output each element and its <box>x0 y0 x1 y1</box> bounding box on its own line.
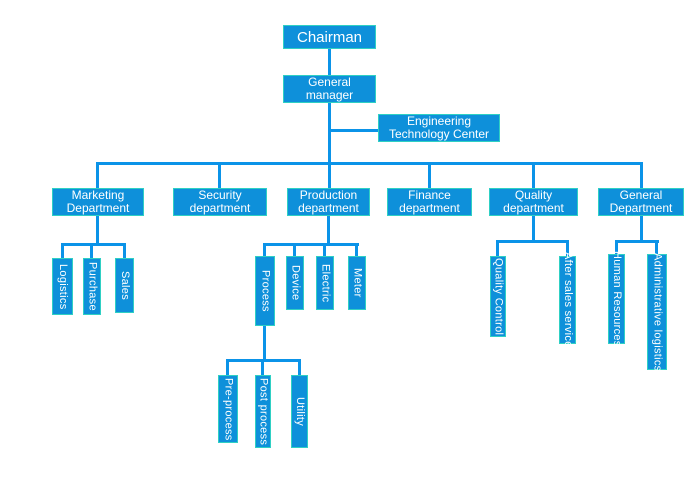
connector-gm-trunk <box>328 103 331 188</box>
org-node-purchase[interactable]: Purchase <box>83 258 101 315</box>
connector-drop-finance <box>428 165 431 188</box>
org-node-process[interactable]: Process <box>255 256 275 326</box>
connector-drop-logistics <box>61 246 64 258</box>
org-node-general-manager[interactable]: General manager <box>283 75 376 103</box>
connector-drop-human-resources <box>615 243 618 254</box>
org-node-post-process[interactable]: Post process <box>255 375 271 448</box>
connector-process-stub <box>263 326 266 361</box>
org-node-quality-department[interactable]: Quality department <box>489 188 578 216</box>
org-node-utility[interactable]: Utility <box>291 375 308 448</box>
connector-production-stub <box>327 216 330 244</box>
connector-drop-post-process <box>261 362 264 375</box>
connector-departments-rail <box>96 162 643 165</box>
connector-drop-electric <box>323 246 326 256</box>
connector-etc-branch <box>331 129 378 132</box>
org-node-logistics[interactable]: Logistics <box>52 258 73 315</box>
org-node-device[interactable]: Device <box>286 256 304 310</box>
connector-drop-device <box>293 246 296 256</box>
org-node-sales[interactable]: Sales <box>115 258 134 313</box>
org-node-general-department[interactable]: General Department <box>598 188 684 216</box>
org-node-engineering-technology-center[interactable]: Engineering Technology Center <box>378 114 500 142</box>
connector-drop-quality-control <box>496 243 499 256</box>
org-node-quality-control[interactable]: Quality Control <box>490 256 506 337</box>
connector-quality-rail <box>496 240 569 243</box>
org-node-electric[interactable]: Electric <box>316 256 334 310</box>
connector-chairman-gm <box>328 49 331 75</box>
org-node-meter[interactable]: Meter <box>348 256 366 310</box>
connector-drop-marketing <box>96 165 99 188</box>
org-node-production-department[interactable]: Production department <box>287 188 370 216</box>
org-node-pre-process[interactable]: Pre-process <box>218 375 238 443</box>
org-node-chairman[interactable]: Chairman <box>283 25 376 49</box>
connector-drop-admin-logistics <box>655 243 658 254</box>
connector-process-rail <box>226 359 301 362</box>
connector-marketing-stub <box>96 216 99 244</box>
connector-production-rail <box>263 243 359 246</box>
org-node-finance-department[interactable]: Finance department <box>387 188 472 216</box>
connector-drop-meter <box>355 246 358 256</box>
connector-general-rail <box>615 240 659 243</box>
connector-drop-pre-process <box>226 362 229 375</box>
connector-quality-stub <box>532 216 535 242</box>
connector-drop-quality <box>532 165 535 188</box>
connector-drop-purchase <box>90 246 93 258</box>
connector-general-stub <box>640 216 643 242</box>
connector-drop-sales <box>123 246 126 258</box>
connector-drop-utility <box>298 362 301 375</box>
connector-marketing-rail <box>61 243 126 246</box>
org-node-administrative-logistics[interactable]: Administrative logistics <box>647 253 667 371</box>
org-node-security-department[interactable]: Security department <box>173 188 267 216</box>
org-node-marketing-department[interactable]: Marketing Department <box>52 188 144 216</box>
org-node-after-sales-service[interactable]: After sales service <box>559 252 576 348</box>
connector-drop-general <box>640 165 643 188</box>
connector-drop-process <box>263 246 266 256</box>
connector-drop-after-sales <box>566 243 569 256</box>
org-node-human-resources[interactable]: Human Resources <box>608 251 625 347</box>
connector-drop-security <box>218 165 221 188</box>
